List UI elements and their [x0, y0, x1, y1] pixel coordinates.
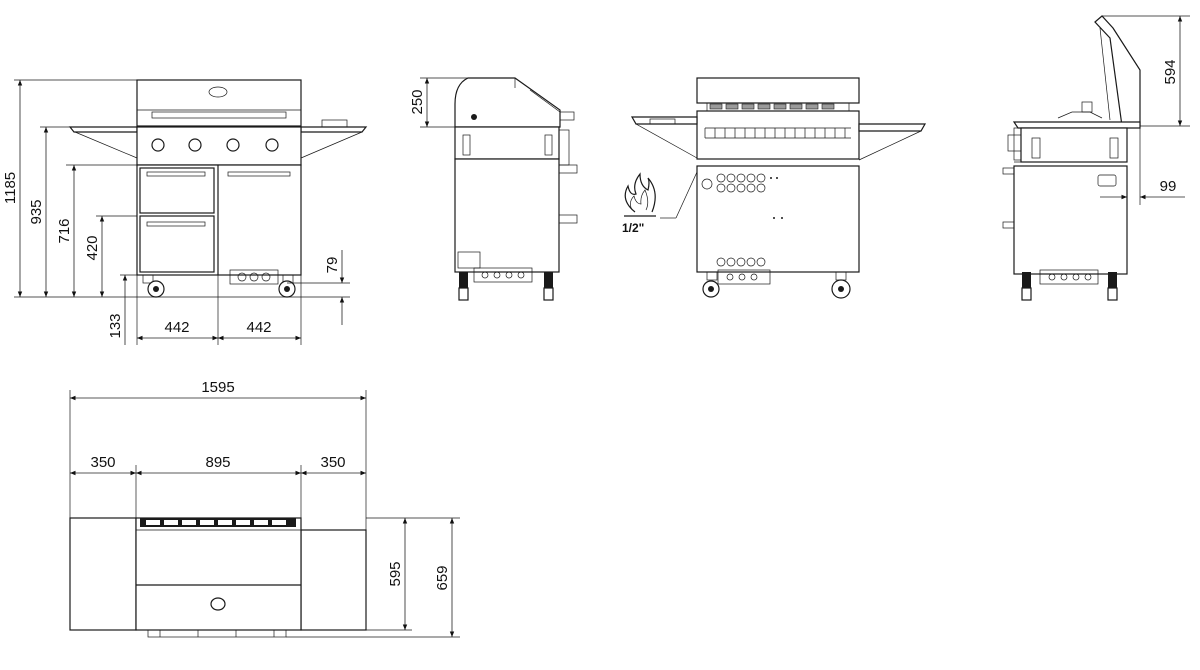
- side-cabinet: [454, 158, 560, 273]
- side-burner: [321, 119, 348, 128]
- right-frame: [1020, 127, 1128, 163]
- front-view: [68, 79, 368, 298]
- dim-wheel-height: 133: [107, 313, 124, 338]
- lid-thermometer-icon: [208, 86, 228, 98]
- dim-cabinet-height: 716: [56, 218, 73, 243]
- dim-grill-width: 895: [205, 454, 230, 471]
- dim-depth-offset: 99: [1160, 178, 1177, 195]
- right-cabinet: [1013, 165, 1128, 275]
- dim-lid-height: 250: [409, 89, 426, 114]
- rear-vents: [709, 103, 835, 110]
- dim-total-depth: 659: [434, 565, 451, 590]
- top-vents: [140, 518, 296, 527]
- dim-total-width: 1595: [201, 379, 234, 396]
- rear-grill-slots: [704, 127, 851, 139]
- front-dimensions: 1185 935 716 420 133 79 442 442: [2, 79, 350, 345]
- dim-right-width: 442: [246, 319, 271, 336]
- rear-left-table: [630, 116, 698, 125]
- top-dimensions: 1595 350 895 350 595 659: [69, 379, 460, 638]
- dim-left-table-width: 350: [90, 454, 115, 471]
- top-right-table: [300, 529, 367, 631]
- dim-table-height: 935: [28, 199, 45, 224]
- knob-icon: [226, 138, 240, 152]
- right-side-view: 594 99: [1002, 15, 1190, 301]
- dim-drawer-height: 420: [84, 235, 101, 260]
- open-lid: [1094, 15, 1141, 127]
- rear-view: 1/2": [622, 77, 927, 299]
- control-knobs: [151, 138, 279, 152]
- rear-body: [696, 110, 860, 160]
- dim-total-height: 1185: [2, 172, 19, 204]
- door-handle: [227, 171, 291, 177]
- dim-right-table-width: 350: [320, 454, 345, 471]
- drawer-handle: [146, 171, 206, 177]
- top-left-table: [69, 517, 137, 631]
- drawer-handle: [146, 221, 206, 227]
- dim-clearance: 79: [324, 257, 341, 274]
- upper-drawer: [139, 167, 215, 214]
- left-side-view: 250: [409, 77, 578, 301]
- dim-lid-open-height: 594: [1162, 59, 1179, 84]
- top-view: [69, 517, 367, 638]
- right-side-table: [1012, 121, 1141, 129]
- knob-icon: [265, 138, 279, 152]
- rear-holes: [701, 173, 783, 267]
- front-left-table: [68, 126, 138, 133]
- knob-icon: [151, 138, 165, 152]
- dim-grill-depth: 595: [387, 561, 404, 586]
- dim-left-width: 442: [164, 319, 189, 336]
- knob-icon: [188, 138, 202, 152]
- lower-drawer: [139, 215, 215, 273]
- lid-handle: [151, 111, 287, 119]
- rear-right-table: [858, 123, 927, 132]
- side-frame: [454, 126, 560, 160]
- flame-icon: [624, 172, 656, 217]
- top-thermometer-icon: [210, 597, 226, 611]
- rear-lid: [696, 77, 860, 104]
- gas-inlet: [1097, 174, 1117, 187]
- top-grill: [135, 517, 302, 631]
- gas-connection-label: 1/2": [622, 221, 644, 235]
- front-right-table: [300, 126, 368, 133]
- side-lid: [454, 77, 561, 128]
